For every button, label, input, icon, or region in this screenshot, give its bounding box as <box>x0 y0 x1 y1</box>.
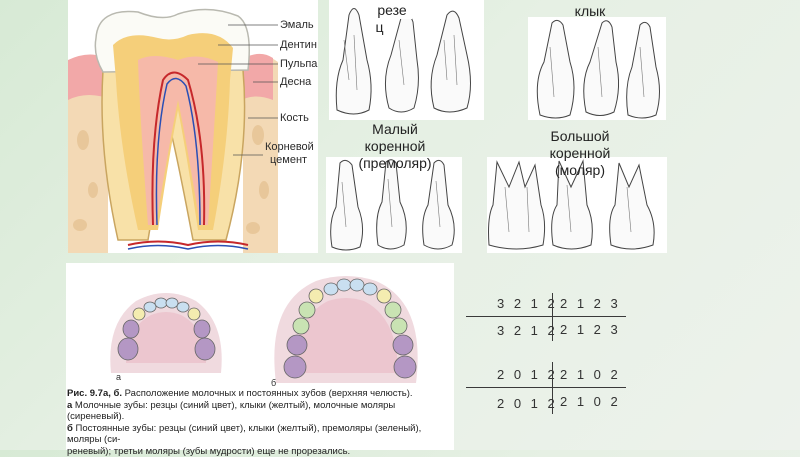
caption-a-line: а Молочные зубы: резцы (синий цвет), клы… <box>67 400 453 423</box>
jaw-label-a: а <box>116 372 121 382</box>
formula-milk-lower-left: 2 0 1 2 <box>497 396 558 411</box>
formula-permanent-lower-right: 2 1 2 3 <box>560 322 621 337</box>
tooth-anatomy-panel: Эмаль Дентин Пульпа Десна Кость Корневой… <box>68 0 318 253</box>
formula-permanent-lower-left: 3 2 1 2 <box>497 323 558 338</box>
molar-title-2: коренной <box>535 145 625 162</box>
label-gum: Десна <box>280 76 311 88</box>
premolar-title-2: коренной <box>345 138 445 155</box>
formula-milk-upper-right: 2 1 0 2 <box>560 367 621 382</box>
incisor-title-1: резе <box>372 2 412 19</box>
label-dentin: Дентин <box>280 39 317 51</box>
incisor-panel: резе ц <box>329 0 484 120</box>
jaw-figure-caption: Рис. 9.7а, б. Расположение молочных и по… <box>67 388 453 457</box>
label-root-cement-2: цемент <box>270 154 307 166</box>
caption-title-text: Расположение молочных и постоянных зубов… <box>122 388 413 399</box>
jaw-illustrations <box>66 263 454 388</box>
caption-title-bold: Рис. 9.7а, б. <box>67 388 122 399</box>
formula-permanent-horizontal-line <box>466 316 626 317</box>
formula-milk-horizontal-line <box>466 387 626 388</box>
premolar-title-1: Малый <box>355 121 435 138</box>
formula-milk-lower-right: 2 1 0 2 <box>560 394 621 409</box>
formula-permanent-upper-left: 3 2 1 2 <box>497 296 558 311</box>
caption-b-line-1: б Постоянные зубы: резцы (синий цвет), к… <box>67 423 453 446</box>
premolar-title-3: (премоляр) <box>340 155 450 172</box>
label-pulp: Пульпа <box>280 58 317 70</box>
formula-milk-upper-left: 2 0 1 2 <box>497 367 558 382</box>
jaw-figure-panel: а б Рис. 9.7а, б. Расположение молочных … <box>66 263 454 450</box>
label-enamel: Эмаль <box>280 19 314 31</box>
caption-title-line: Рис. 9.7а, б. Расположение молочных и по… <box>67 388 453 400</box>
canine-panel <box>528 17 666 120</box>
caption-b-text-1: Постоянные зубы: резцы (синий цвет), клы… <box>67 423 421 446</box>
formula-permanent-upper-right: 2 1 2 3 <box>560 296 621 311</box>
label-root-cement-1: Корневой <box>265 141 314 153</box>
incisor-title-2: ц <box>372 19 387 36</box>
molar-title-3: (моляр) <box>535 162 625 179</box>
jaw-label-b: б <box>271 378 276 388</box>
caption-a-text: Молочные зубы: резцы (синий цвет), клыки… <box>67 400 395 423</box>
label-bone: Кость <box>280 112 309 124</box>
caption-b-line-2: реневый); третьи моляры (зубы мудрости) … <box>67 446 453 457</box>
canine-title: клык <box>565 3 615 20</box>
tooth-cross-section-illustration <box>68 0 318 253</box>
canine-drawings <box>528 17 666 120</box>
molar-title-1: Большой <box>540 128 620 145</box>
